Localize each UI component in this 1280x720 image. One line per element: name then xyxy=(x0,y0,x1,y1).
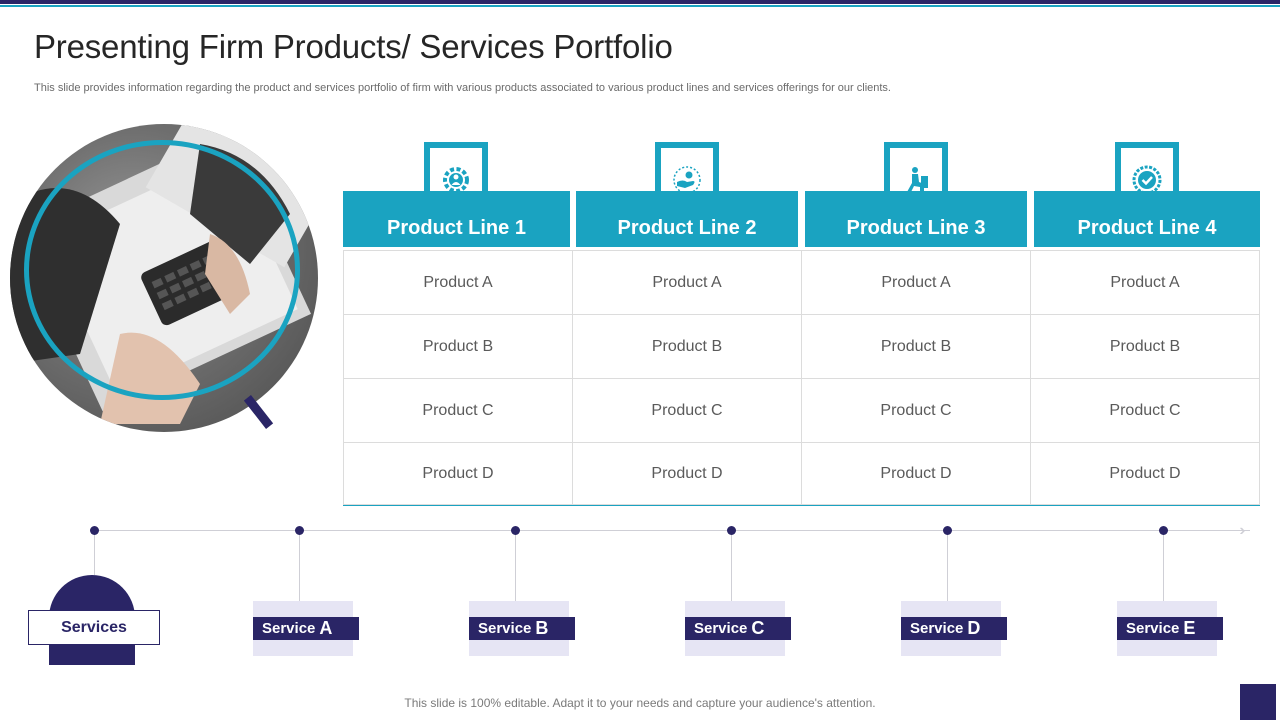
table-cell: Product A xyxy=(572,250,802,315)
table-cell: Product B xyxy=(343,314,573,379)
table-cell: Product C xyxy=(801,378,1031,443)
page-subtitle: This slide provides information regardin… xyxy=(34,82,891,94)
table-cell: Product D xyxy=(801,442,1031,505)
product-table: Product A Product B Product C Product D … xyxy=(343,250,1260,506)
timeline-connector xyxy=(1163,531,1164,601)
timeline-connector xyxy=(299,531,300,601)
timeline-dot xyxy=(511,526,520,535)
timeline-connector xyxy=(515,531,516,601)
timeline-connector xyxy=(947,531,948,601)
table-cell: Product B xyxy=(572,314,802,379)
timeline-dot xyxy=(1159,526,1168,535)
top-accent-bar xyxy=(0,0,1280,4)
footer-note: This slide is 100% editable. Adapt it to… xyxy=(404,696,876,710)
photo-magnifier xyxy=(10,124,318,432)
corner-accent xyxy=(1240,684,1276,720)
timeline-dot xyxy=(295,526,304,535)
table-cell: Product D xyxy=(343,442,573,505)
top-accent-line xyxy=(0,5,1280,7)
timeline-connector xyxy=(731,531,732,601)
product-line-4-header: Product Line 4 xyxy=(1034,191,1260,247)
gear-person-icon xyxy=(443,167,469,193)
services-title: Services xyxy=(28,610,160,645)
timeline-dot xyxy=(90,526,99,535)
magnifier-ring xyxy=(24,140,300,400)
page-title: Presenting Firm Products/ Services Portf… xyxy=(34,28,673,65)
table-cell: Product A xyxy=(343,250,573,315)
table-cell: Product C xyxy=(572,378,802,443)
table-cell: Product A xyxy=(1030,250,1260,315)
timeline-connector xyxy=(94,531,95,575)
table-cell: Product D xyxy=(1030,442,1260,505)
magnifier-handle xyxy=(243,395,274,429)
table-cell: Product A xyxy=(801,250,1031,315)
timeline-dot xyxy=(727,526,736,535)
timeline-dot xyxy=(943,526,952,535)
table-cell: Product B xyxy=(801,314,1031,379)
table-cell: Product C xyxy=(343,378,573,443)
table-cell: Product D xyxy=(572,442,802,505)
services-timeline xyxy=(94,530,1250,531)
product-line-2-header: Product Line 2 xyxy=(576,191,798,247)
table-cell: Product C xyxy=(1030,378,1260,443)
product-line-1-header: Product Line 1 xyxy=(343,191,570,247)
table-cell: Product B xyxy=(1030,314,1260,379)
kneeling-person-icon xyxy=(907,167,928,192)
badge-check-icon xyxy=(1132,165,1162,195)
product-line-3-header: Product Line 3 xyxy=(805,191,1027,247)
